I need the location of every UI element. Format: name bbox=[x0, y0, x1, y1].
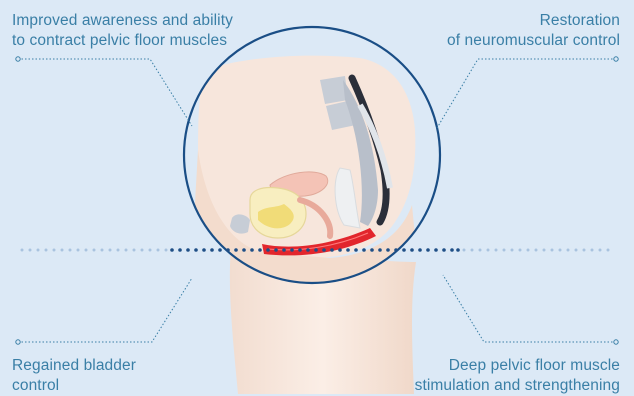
label-top-right-line1: Restoration bbox=[447, 11, 620, 31]
label-bottom-right-line1: Deep pelvic floor muscle bbox=[415, 356, 620, 376]
label-top-left-line1: Improved awareness and ability bbox=[12, 11, 233, 31]
label-bottom-left-line2: control bbox=[12, 376, 136, 396]
leader-dot-bottom-left bbox=[16, 340, 20, 344]
leader-dot-top-right bbox=[614, 57, 618, 61]
leader-top-left bbox=[18, 59, 192, 126]
leader-dot-top-left bbox=[16, 57, 20, 61]
label-bottom-right-line2: stimulation and strengthening bbox=[415, 376, 620, 396]
leader-dot-bottom-right bbox=[614, 340, 618, 344]
label-bottom-left-line1: Regained bladder bbox=[12, 356, 136, 376]
horizontal-dotted-line bbox=[21, 248, 610, 252]
anatomy-illustration bbox=[190, 56, 420, 290]
leader-bottom-right bbox=[443, 275, 616, 342]
label-top-right: Restoration of neuromuscular control bbox=[447, 11, 620, 51]
label-top-left: Improved awareness and ability to contra… bbox=[12, 11, 233, 51]
leader-top-right bbox=[437, 59, 616, 128]
label-bottom-left: Regained bladder control bbox=[12, 356, 136, 396]
label-bottom-right: Deep pelvic floor muscle stimulation and… bbox=[415, 356, 620, 396]
label-top-left-line2: to contract pelvic floor muscles bbox=[12, 31, 233, 51]
leader-bottom-left bbox=[18, 278, 192, 342]
label-top-right-line2: of neuromuscular control bbox=[447, 31, 620, 51]
